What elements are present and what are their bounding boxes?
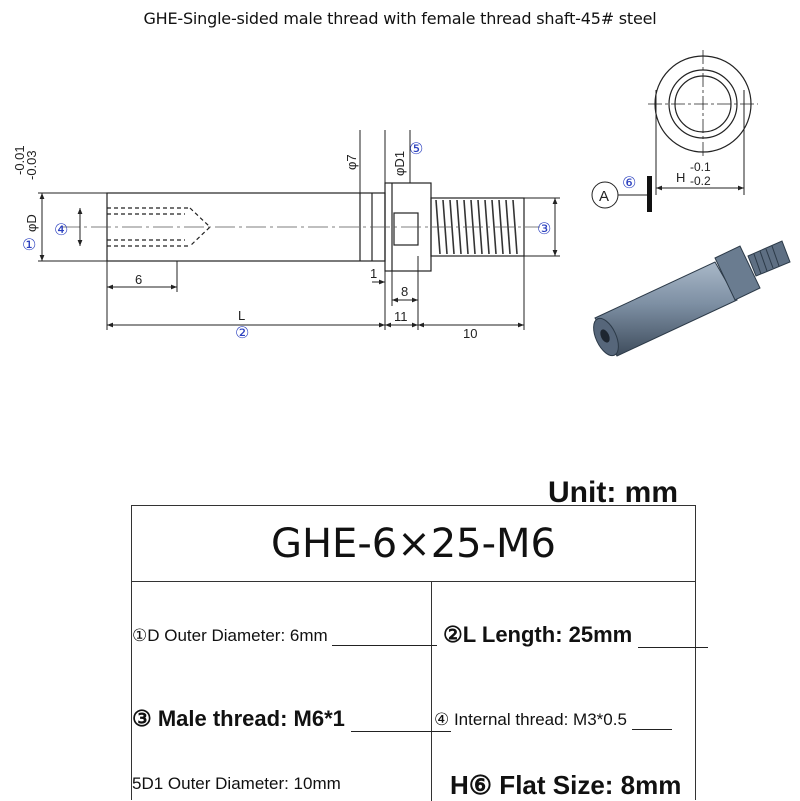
spec-d-outer: ①D Outer Diameter: 6mm <box>132 626 438 646</box>
dim-8-label: 8 <box>401 284 408 299</box>
dim-thread-diameter <box>524 197 560 257</box>
phi-d1-label: φD1 <box>392 151 407 176</box>
circle-6-label: ⑥ <box>622 173 636 192</box>
page-title: GHE-Single-sided male thread with female… <box>143 9 657 28</box>
unit-label: Unit: mm <box>548 476 678 509</box>
phi-7-label: φ7 <box>344 154 359 170</box>
spec-underline <box>351 731 452 732</box>
female-thread-hidden <box>107 207 211 247</box>
dim-l-label: L <box>238 308 245 323</box>
end-view <box>648 50 758 195</box>
h-tol-top: -0.1 <box>690 160 711 174</box>
spec-internal-thread: ④ Internal thread: M3*0.5 <box>434 710 672 730</box>
male-thread <box>430 197 525 257</box>
dim-10-label: 10 <box>463 326 477 341</box>
dia-tolerance-top: -0.01 <box>12 145 27 175</box>
circle-5-label: ⑤ <box>409 139 423 158</box>
spec-underline <box>631 729 672 730</box>
spec-h-flat-text: H⑥ Flat Size: 8mm <box>450 770 682 800</box>
h-tol-bottom: -0.2 <box>690 174 711 188</box>
h-label: H <box>676 170 685 185</box>
spec-l-length-text: ②L Length: 25mm <box>443 622 633 647</box>
circle-4-label: ④ <box>54 220 68 239</box>
spec-male-thread-text: ③ Male thread: M6*1 <box>132 706 345 731</box>
dim-collar <box>359 130 411 193</box>
datum-a-label: A <box>599 188 609 205</box>
spec-d1-outer-text: 5D1 Outer Diameter: 10mm <box>132 774 341 793</box>
spec-male-thread: ③ Male thread: M6*1 <box>132 706 452 732</box>
spec-d1-outer: 5D1 Outer Diameter: 10mm <box>132 774 341 794</box>
spec-underline <box>332 645 438 646</box>
spec-underline <box>638 647 709 648</box>
dim-6-label: 6 <box>135 272 142 287</box>
phi-d-label: φD <box>24 214 39 232</box>
circle-3-label: ③ <box>537 219 551 238</box>
dim-outer-diameter <box>38 192 107 262</box>
technical-drawing: -0.01 -0.03 φD ① ④ φ7 φD1 ⑤ ③ 6 1 8 11 1… <box>12 50 791 357</box>
spec-table: GHE-6×25-M6 ①D Outer Diameter: 6mm ②L Le… <box>131 505 709 801</box>
datum-a-symbol <box>591 176 652 212</box>
dim-1-label: 1 <box>370 266 377 281</box>
spec-l-length: ②L Length: 25mm <box>443 622 709 648</box>
dim-11-label: 11 <box>394 309 408 324</box>
circle-1-label: ① <box>22 235 36 254</box>
spec-h-flat: H⑥ Flat Size: 8mm <box>450 770 681 801</box>
table-divider <box>431 581 432 801</box>
dim-lengths <box>106 256 525 330</box>
spec-d-outer-text: ①D Outer Diameter: 6mm <box>132 626 328 645</box>
shaft-3d-render <box>593 240 791 357</box>
circle-2-label: ② <box>235 323 249 342</box>
spec-internal-thread-text: ④ Internal thread: M3*0.5 <box>434 710 627 729</box>
model-code: GHE-6×25-M6 <box>132 506 695 582</box>
dia-tolerance-bottom: -0.03 <box>24 150 39 180</box>
